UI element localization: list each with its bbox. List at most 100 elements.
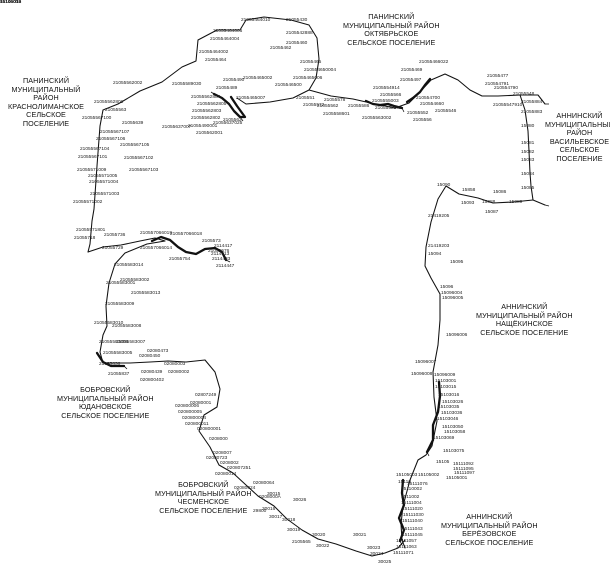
point-label: 15082 xyxy=(521,150,535,155)
point-label: 2105552102 xyxy=(375,106,402,111)
point-label: 21055571005 xyxy=(88,174,118,179)
point-label: 21055464006 xyxy=(213,29,243,34)
point-label: 21055639 xyxy=(122,121,144,126)
point-label: 15103001 xyxy=(435,379,457,384)
point-label: 21055583014 xyxy=(114,263,144,268)
point-label: 21055490001 xyxy=(188,124,218,129)
point-label: 21055563 xyxy=(105,108,127,113)
point-label: 30022 xyxy=(316,544,330,549)
point-label: 15111076 xyxy=(407,482,428,487)
point-label: 15103058 xyxy=(444,430,466,435)
point-label: 210557066019 xyxy=(140,231,173,236)
point-label: 15103016 xyxy=(438,393,460,398)
point-label: 02080024 xyxy=(234,486,256,491)
point-label: 02080003 xyxy=(164,362,186,367)
point-label: 21055567105 xyxy=(120,143,150,148)
point-label: 21055571002 xyxy=(73,200,103,205)
point-label: 21055583010 xyxy=(94,321,124,326)
point-label: 21055583006 xyxy=(99,340,129,345)
point-label: 15111071 xyxy=(393,551,414,556)
point-label: 15103050 xyxy=(442,425,464,430)
point-label: 15103046 xyxy=(437,417,459,422)
point-label: 02080002 xyxy=(168,370,190,375)
point-label: 2105555003 xyxy=(372,99,399,104)
point-label: 2105558601 xyxy=(323,112,350,117)
point-label: 15103069 xyxy=(433,436,455,441)
point-label: 21055464004 xyxy=(210,37,240,42)
point-label: 30018 xyxy=(282,518,296,523)
point-label: 15096006 xyxy=(446,333,468,338)
point-label: 15096008 xyxy=(411,372,433,377)
point-label: 15110002 xyxy=(401,487,422,492)
point-label: 15084 xyxy=(521,172,535,177)
point-label: 21055460 xyxy=(286,41,308,46)
point-label: 15096005 xyxy=(442,296,464,301)
point-label: 0208007 xyxy=(213,451,232,456)
point-label: 21055583002 xyxy=(120,278,150,283)
point-label: 15858 xyxy=(462,188,476,193)
point-label: 30021 xyxy=(353,533,367,538)
point-label: 21055567106 xyxy=(96,137,126,142)
point-label: 0208002 xyxy=(220,461,239,466)
point-label: 21055477 xyxy=(487,74,509,79)
point-label: 0208000A xyxy=(259,495,281,500)
point-label: 21055571801 xyxy=(76,228,106,233)
point-label: 21055578 xyxy=(324,98,346,103)
point-label: 21055465006 xyxy=(293,76,323,81)
point-label: 15088 xyxy=(482,200,496,205)
point-label: 2105546500 xyxy=(275,83,302,88)
point-label: 15110 xyxy=(398,480,411,485)
point-label: 15111097 xyxy=(454,471,475,476)
point-label: 21055589030 xyxy=(172,82,202,87)
point-label: 15103035 xyxy=(438,405,460,410)
point-label: 30025 xyxy=(378,560,392,565)
point-label: 15111045 xyxy=(402,533,423,538)
point-label: 020800011 xyxy=(185,422,209,427)
point-label: 21055754 xyxy=(169,257,191,262)
point-label: 15105012 xyxy=(0,0,22,5)
point-label: 21055430 xyxy=(286,18,308,23)
point-label: 2114413 xyxy=(211,252,230,257)
point-label: 02080450 xyxy=(139,354,161,359)
point-label: 21055583001 xyxy=(106,281,136,286)
point-label: 15096009 xyxy=(434,373,456,378)
point-label: 15080 xyxy=(521,124,535,129)
point-label: 21055566 xyxy=(380,93,402,98)
point-label: 2105556 xyxy=(413,118,432,123)
point-label: 15081 xyxy=(521,141,535,146)
point-label: 21055567101 xyxy=(78,155,108,160)
point-label: 210554791 xyxy=(485,82,510,87)
point-label: 15111030 xyxy=(403,513,424,518)
point-label: 15096 xyxy=(440,285,454,290)
point-label: 2105565 xyxy=(292,540,311,545)
point-label: 210557066018 xyxy=(170,232,203,237)
point-label: 210554660 xyxy=(420,102,445,107)
point-label: 21055567100 xyxy=(82,116,112,121)
point-label: 21055718 xyxy=(74,236,96,241)
point-label: 21055562802 xyxy=(191,116,221,121)
point-label: 15105 xyxy=(436,460,450,465)
point-label: 15085 xyxy=(521,186,535,191)
point-label: 21055562803 xyxy=(192,109,222,114)
point-label: 21055883 xyxy=(521,110,543,115)
point-label: 21055489 xyxy=(216,86,238,91)
point-label: 21055637007 xyxy=(162,125,192,130)
point-label: 15103075 xyxy=(443,449,465,454)
point-label: 21055836 xyxy=(99,362,121,367)
point-label: 21055583005 xyxy=(103,351,133,356)
point-label: 210554650004 xyxy=(304,68,337,73)
point-label: 21055572 xyxy=(303,103,325,108)
point-label: 29800 xyxy=(253,509,267,514)
point-label: 21055466022 xyxy=(419,60,449,65)
point-label: 15111063 xyxy=(396,545,417,550)
point-label: 21055576 xyxy=(208,249,230,254)
point-label: 81146005 xyxy=(0,0,21,5)
